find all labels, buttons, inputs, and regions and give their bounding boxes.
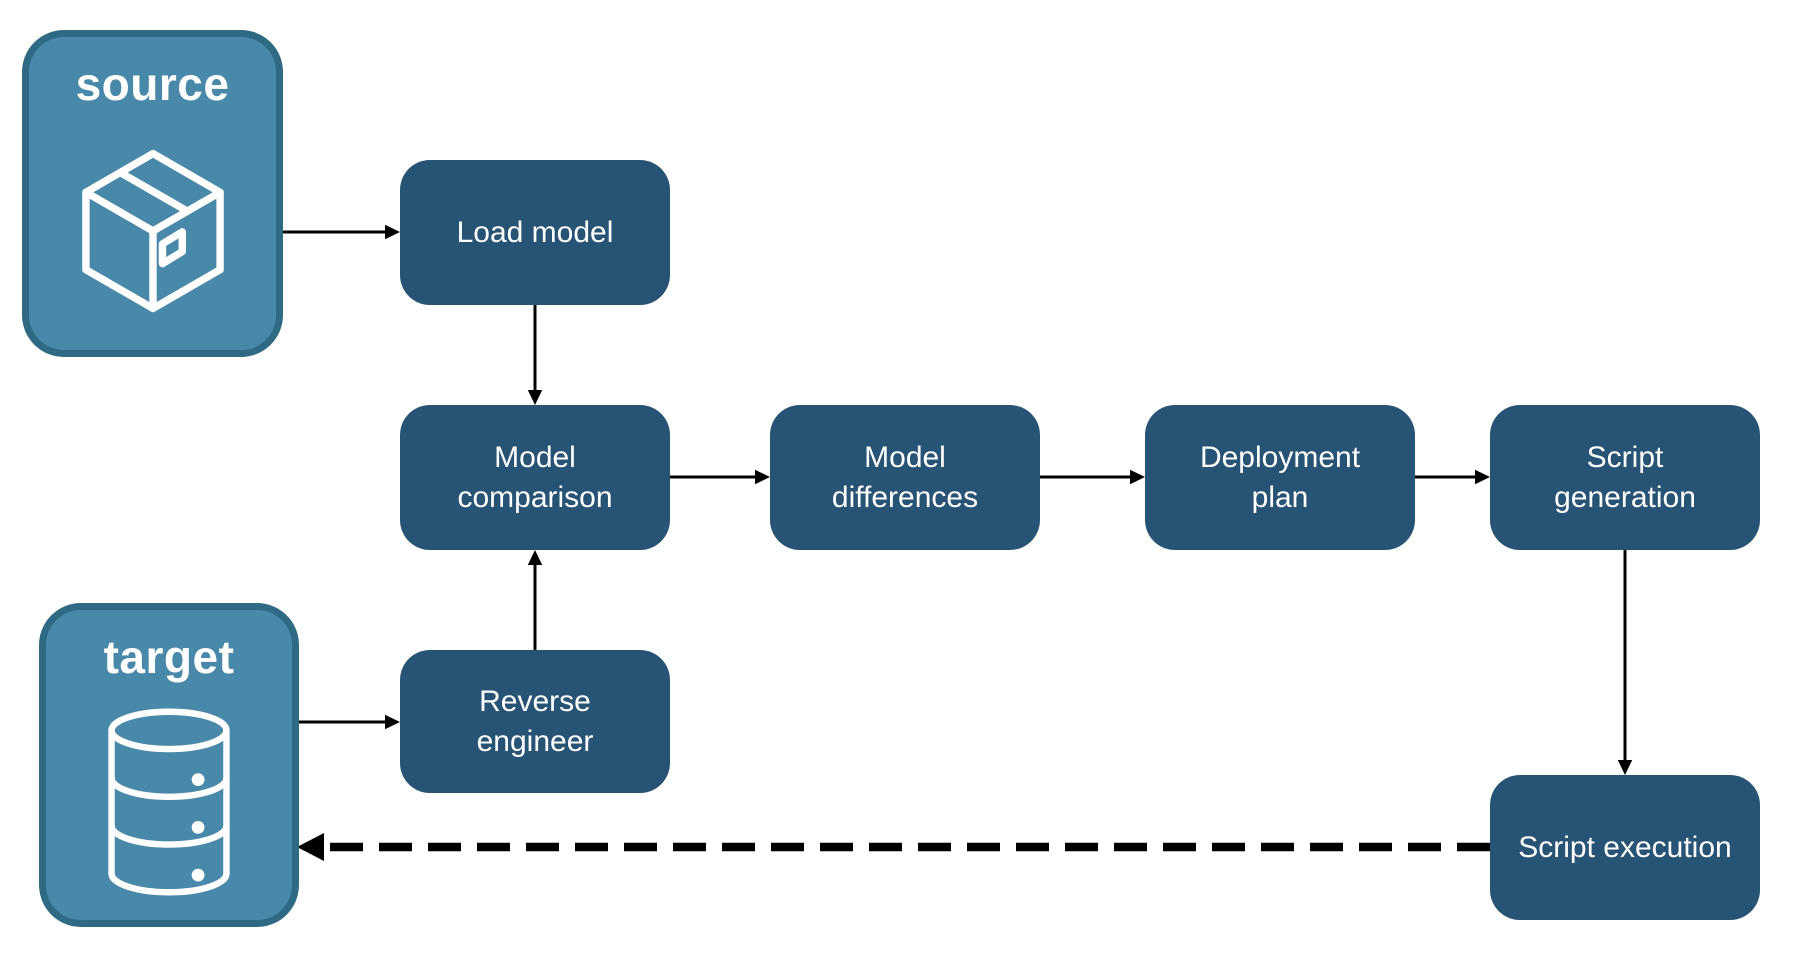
node-script-generation: Script generation bbox=[1490, 405, 1760, 550]
node-model-differences: Model differences bbox=[770, 405, 1040, 550]
edge-model-comparison-to-model-differences bbox=[670, 469, 770, 485]
edge-source-to-load-model bbox=[283, 224, 400, 240]
edge-model-differences-to-deployment-plan bbox=[1040, 469, 1145, 485]
target-label: target bbox=[103, 631, 235, 683]
node-reverse-engineer: Reverse engineer bbox=[400, 650, 670, 793]
source-container: source bbox=[22, 30, 283, 357]
edge-reverse-engineer-to-model-comparison bbox=[527, 550, 543, 650]
node-load-model: Load model bbox=[400, 160, 670, 305]
node-deployment-plan: Deployment plan bbox=[1145, 405, 1415, 550]
edge-target-to-reverse-engineer bbox=[299, 714, 400, 730]
edge-script-generation-to-script-execution bbox=[1617, 550, 1633, 775]
package-icon bbox=[81, 149, 224, 312]
edge-script-execution-to-target-dashed bbox=[297, 833, 1490, 861]
source-label: source bbox=[75, 58, 230, 110]
edge-load-model-to-model-comparison bbox=[527, 305, 543, 405]
database-icon bbox=[108, 708, 230, 896]
target-container: target bbox=[39, 603, 299, 927]
node-script-execution: Script execution bbox=[1490, 775, 1760, 920]
edge-deployment-plan-to-script-generation bbox=[1415, 469, 1490, 485]
node-model-comparison: Model comparison bbox=[400, 405, 670, 550]
